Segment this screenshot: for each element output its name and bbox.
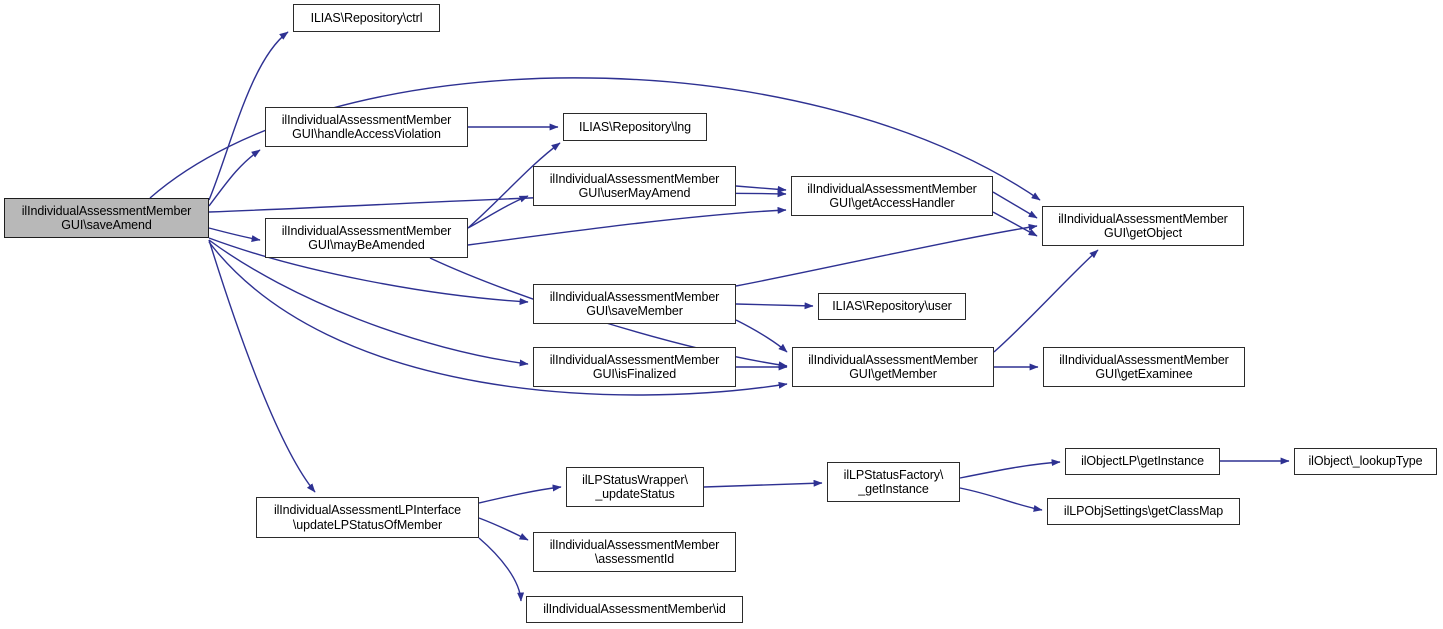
- graph-node-label-memberId: ilIndividualAssessmentMember\id: [543, 602, 726, 617]
- edge-updateStatus-to-getInstanceFactory: [703, 479, 823, 488]
- graph-node-label-isFinalized: ilIndividualAssessmentMember GUI\isFinal…: [549, 352, 720, 382]
- graph-node-label-lookupType: ilObject\_lookupType: [1308, 454, 1423, 469]
- graph-node-userMayAmend[interactable]: ilIndividualAssessmentMember GUI\userMay…: [533, 166, 736, 206]
- graph-node-assessmentId[interactable]: ilIndividualAssessmentMember \assessment…: [533, 532, 736, 572]
- graph-node-label-handleAccessViolation: ilIndividualAssessmentMember GUI\handleA…: [281, 112, 452, 142]
- graph-node-label-saveMember: ilIndividualAssessmentMember GUI\saveMem…: [549, 289, 720, 319]
- edge-saveMember-to-getObject: [735, 223, 1038, 287]
- edge-getInstanceFactory-to-objectLPGetInstance: [959, 459, 1061, 479]
- graph-node-label-saveAmend: ilIndividualAssessmentMember GUI\saveAme…: [21, 203, 192, 233]
- graph-node-getClassMap[interactable]: ilLPObjSettings\getClassMap: [1047, 498, 1240, 525]
- graph-node-label-getObject: ilIndividualAssessmentMember GUI\getObje…: [1058, 211, 1228, 241]
- graph-node-label-ctrl: ILIAS\Repository\ctrl: [310, 10, 423, 25]
- graph-node-getObject[interactable]: ilIndividualAssessmentMember GUI\getObje…: [1042, 206, 1244, 246]
- graph-node-label-getClassMap: ilLPObjSettings\getClassMap: [1063, 504, 1224, 519]
- graph-node-label-lng: ILIAS\Repository\lng: [579, 119, 691, 134]
- edge-updateLPStatus-to-memberId: [478, 537, 525, 602]
- graph-node-isFinalized[interactable]: ilIndividualAssessmentMember GUI\isFinal…: [533, 347, 736, 387]
- graph-node-label-userMayAmend: ilIndividualAssessmentMember GUI\userMay…: [549, 171, 720, 201]
- edge-updateLPStatus-to-updateStatus: [478, 484, 562, 504]
- graph-node-label-getMember: ilIndividualAssessmentMember GUI\getMemb…: [808, 352, 978, 382]
- graph-node-handleAccessViolation[interactable]: ilIndividualAssessmentMember GUI\handleA…: [265, 107, 468, 147]
- graph-node-label-getInstanceFactory: ilLPStatusFactory\ _getInstance: [843, 467, 944, 497]
- graph-node-saveMember[interactable]: ilIndividualAssessmentMember GUI\saveMem…: [533, 284, 736, 324]
- edge-getAccessHandler-to-getObject: [992, 211, 1038, 237]
- graph-node-saveAmend[interactable]: ilIndividualAssessmentMember GUI\saveAme…: [4, 198, 209, 238]
- graph-node-user[interactable]: ILIAS\Repository\user: [818, 293, 966, 320]
- edge-mayBeAmended-to-userMayAmend: [467, 195, 529, 229]
- graph-node-label-getAccessHandler: ilIndividualAssessmentMember GUI\getAcce…: [807, 181, 977, 211]
- graph-node-getMember[interactable]: ilIndividualAssessmentMember GUI\getMemb…: [792, 347, 994, 387]
- graph-node-label-objectLPGetInstance: ilObjectLP\getInstance: [1081, 454, 1204, 469]
- graph-node-updateStatus[interactable]: ilLPStatusWrapper\ _updateStatus: [566, 467, 704, 507]
- edge-getAccessHandler-to-getObject: [992, 191, 1038, 219]
- graph-node-ctrl[interactable]: ILIAS\Repository\ctrl: [293, 4, 440, 32]
- edge-saveAmend-to-updateLPStatus: [208, 239, 316, 493]
- graph-node-lookupType[interactable]: ilObject\_lookupType: [1294, 448, 1437, 475]
- graph-node-updateLPStatus[interactable]: ilIndividualAssessmentLPInterface \updat…: [256, 497, 479, 538]
- graph-node-lng[interactable]: ILIAS\Repository\lng: [563, 113, 707, 141]
- graph-node-label-getExaminee: ilIndividualAssessmentMember GUI\getExam…: [1059, 352, 1229, 382]
- graph-node-mayBeAmended[interactable]: ilIndividualAssessmentMember GUI\mayBeAm…: [265, 218, 468, 258]
- edge-updateLPStatus-to-assessmentId: [478, 517, 529, 541]
- graph-node-label-mayBeAmended: ilIndividualAssessmentMember GUI\mayBeAm…: [281, 223, 452, 253]
- graph-node-label-user: ILIAS\Repository\user: [832, 299, 952, 314]
- edge-getInstanceFactory-to-getClassMap: [959, 487, 1043, 512]
- graph-node-getExaminee[interactable]: ilIndividualAssessmentMember GUI\getExam…: [1043, 347, 1245, 387]
- graph-node-memberId[interactable]: ilIndividualAssessmentMember\id: [526, 596, 743, 623]
- graph-node-label-updateLPStatus: ilIndividualAssessmentLPInterface \updat…: [273, 503, 462, 532]
- graph-node-label-assessmentId: ilIndividualAssessmentMember \assessment…: [549, 537, 720, 567]
- edge-saveMember-to-user: [735, 302, 814, 310]
- edge-getMember-to-getObject: [993, 249, 1099, 353]
- edge-mayBeAmended-to-getAccessHandler: [467, 206, 787, 246]
- edge-saveAmend-to-mayBeAmended: [208, 227, 261, 242]
- graph-node-getAccessHandler[interactable]: ilIndividualAssessmentMember GUI\getAcce…: [791, 176, 993, 216]
- graph-node-objectLPGetInstance[interactable]: ilObjectLP\getInstance: [1065, 448, 1220, 475]
- graph-node-label-updateStatus: ilLPStatusWrapper\ _updateStatus: [582, 472, 688, 502]
- graph-node-getInstanceFactory[interactable]: ilLPStatusFactory\ _getInstance: [827, 462, 960, 502]
- edge-saveMember-to-getMember: [735, 319, 788, 353]
- edge-userMayAmend-to-getAccessHandler: [735, 185, 787, 193]
- edge-saveAmend-to-isFinalized: [208, 239, 529, 367]
- edge-saveAmend-to-handleAccessViolation: [208, 149, 261, 207]
